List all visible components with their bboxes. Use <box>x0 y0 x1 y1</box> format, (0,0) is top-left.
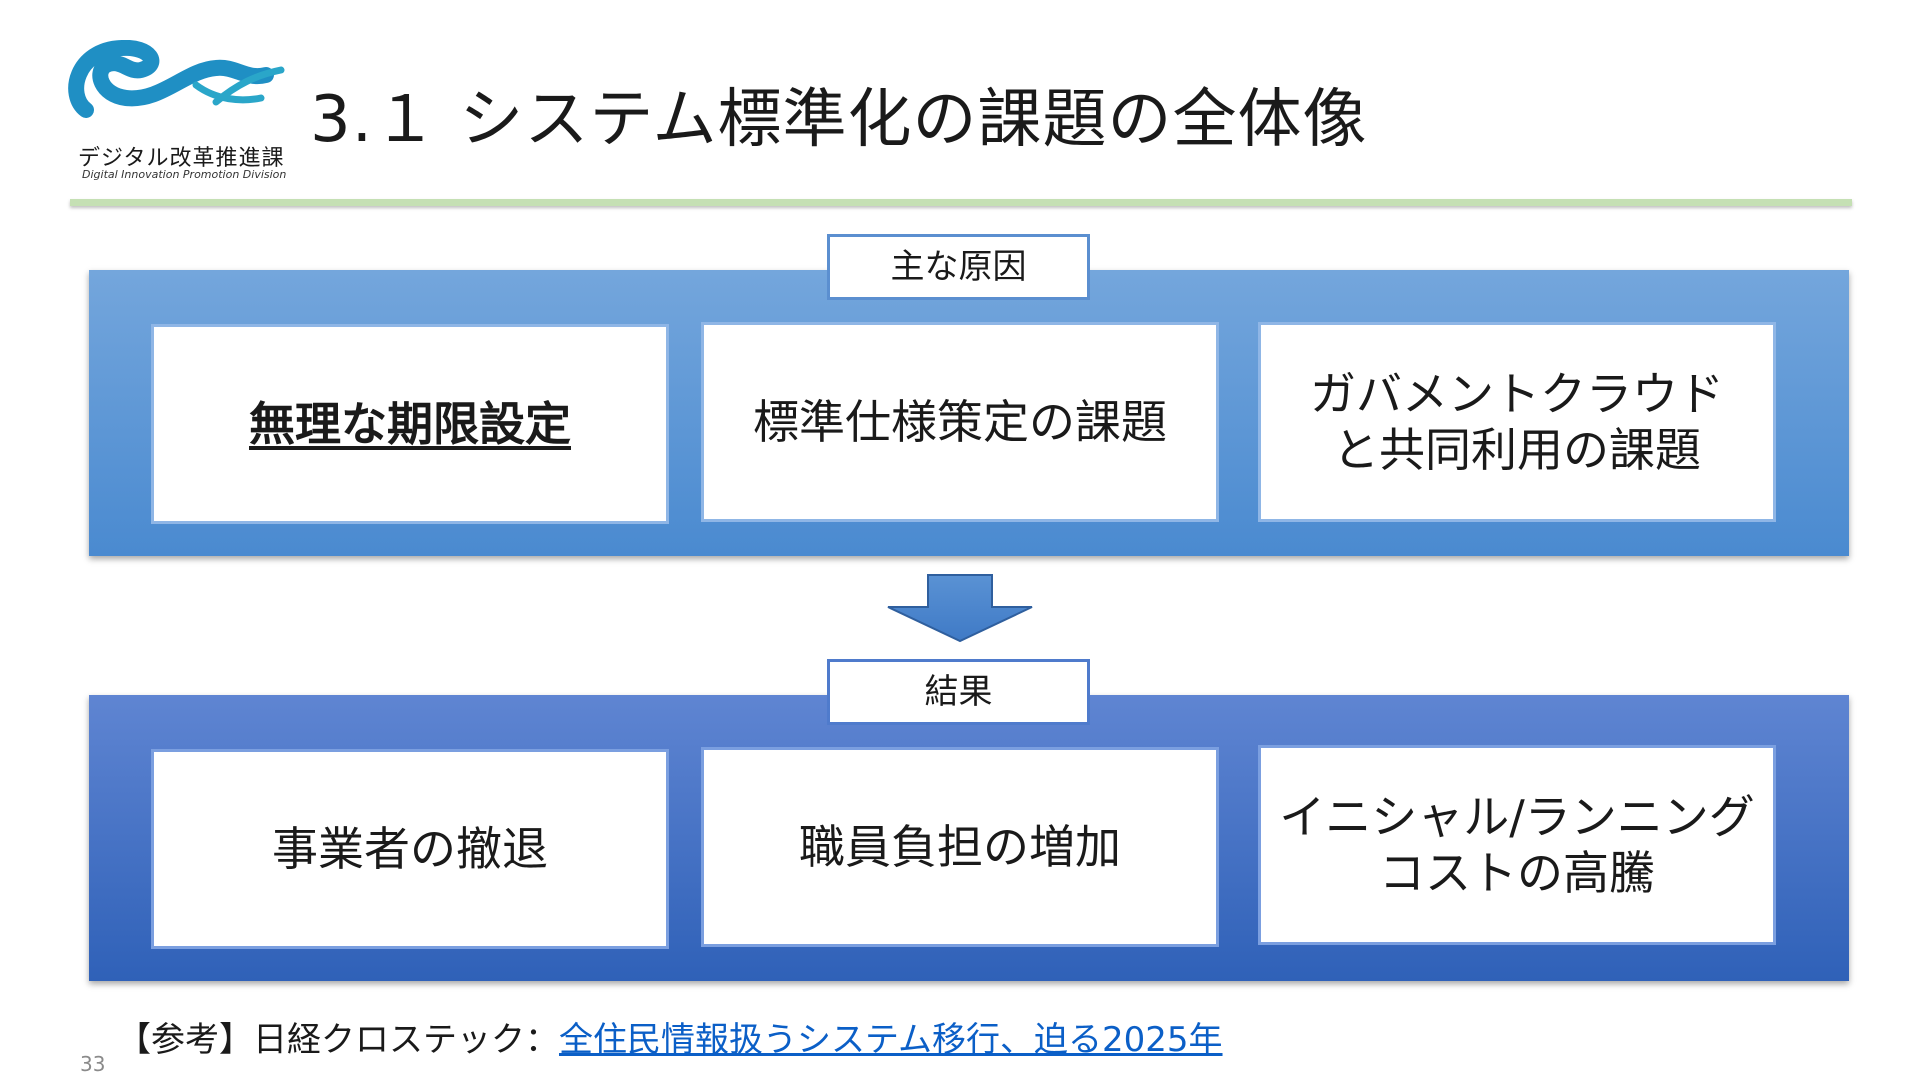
result-card: 職員負担の増加 <box>701 747 1219 947</box>
cause-card: ガバメントクラウド と共同利用の課題 <box>1258 322 1776 522</box>
reference-link[interactable]: 全住民情報扱うシステム移行、迫る2025年 <box>559 1020 1223 1060</box>
causes-label: 主な原因 <box>827 234 1090 300</box>
logo: デジタル改革推進課 Digital Innovation Promotion D… <box>66 40 296 185</box>
results-panel: 事業者の撤退 職員負担の増加 イニシャル/ランニング コストの高騰 <box>89 695 1849 981</box>
result-card-text: イニシャル/ランニング コストの高騰 <box>1279 790 1755 900</box>
result-card: イニシャル/ランニング コストの高騰 <box>1258 745 1776 945</box>
page-title: 3.１ システム標準化の課題の全体像 <box>310 83 1368 157</box>
down-arrow-icon <box>887 574 1033 643</box>
result-card-text: 職員負担の増加 <box>799 820 1121 874</box>
cause-card-text: 標準仕様策定の課題 <box>753 395 1167 449</box>
cause-card: 無理な期限設定 <box>151 324 669 524</box>
cause-card-text: ガバメントクラウド と共同利用の課題 <box>1310 367 1724 477</box>
title-divider <box>70 199 1852 206</box>
results-label: 結果 <box>827 659 1090 725</box>
result-card-text: 事業者の撤退 <box>272 822 548 876</box>
cause-card: 標準仕様策定の課題 <box>701 322 1219 522</box>
footnote-prefix: 【参考】日経クロステック： <box>117 1020 559 1060</box>
logo-org-name-en: Digital Innovation Promotion Division <box>82 168 287 181</box>
logo-org-name: デジタル改革推進課 <box>78 146 285 171</box>
wave-logo-icon <box>68 40 285 118</box>
page-number: 33 <box>80 1052 106 1076</box>
cause-card-text: 無理な期限設定 <box>249 397 571 451</box>
reference-footnote: 【参考】日経クロステック：全住民情報扱うシステム移行、迫る2025年 <box>117 1012 1223 1061</box>
result-card: 事業者の撤退 <box>151 749 669 949</box>
causes-panel: 無理な期限設定 標準仕様策定の課題 ガバメントクラウド と共同利用の課題 <box>89 270 1849 556</box>
